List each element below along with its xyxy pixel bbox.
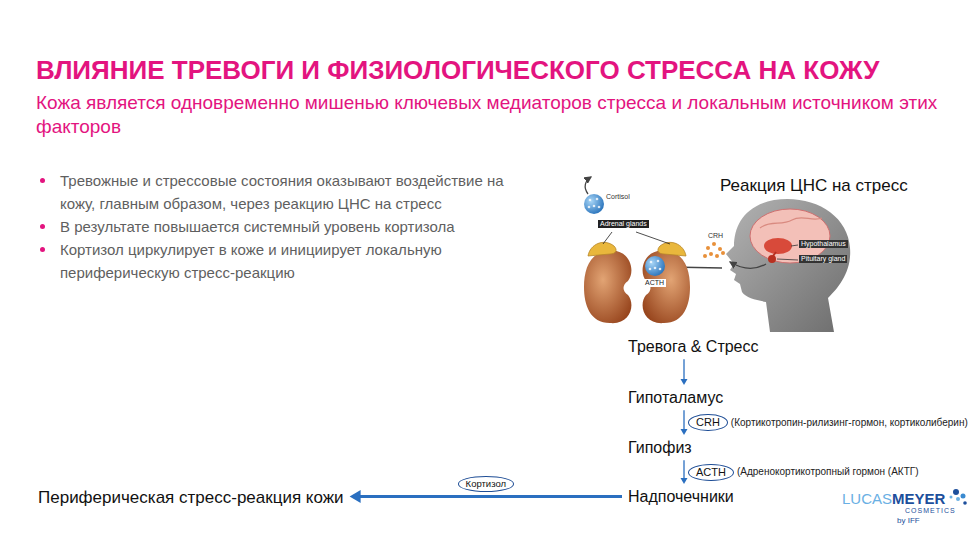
edge-label: ACTH xyxy=(688,464,734,481)
connector-line xyxy=(358,495,622,498)
kidney xyxy=(584,251,631,323)
slide-title: ВЛИЯНИЕ ТРЕВОГИ И ФИЗИОЛОГИЧЕСКОГО СТРЕС… xyxy=(36,56,879,86)
leader-line xyxy=(777,259,798,260)
bullet-list: Тревожные и стрессовые состояния оказыва… xyxy=(38,169,528,284)
flow-step: Периферическая стресс-реакция кожи xyxy=(36,487,346,509)
bullet-text: Тревожные и стрессовые состояния оказыва… xyxy=(60,169,528,215)
bullet-item: Тревожные и стрессовые состояния оказыва… xyxy=(38,169,528,215)
connector xyxy=(681,460,688,484)
arrow-head xyxy=(350,490,361,503)
adrenal-gland xyxy=(588,242,616,256)
arrow-head xyxy=(681,429,688,435)
flow-arrow xyxy=(585,177,591,194)
pituitary xyxy=(768,255,776,263)
edge-label: Кортизол xyxy=(458,476,514,491)
leader-line xyxy=(791,245,798,246)
hormone-note: (Адренокортикотропный гормон (АКТГ) xyxy=(737,466,919,478)
bullet-item: В результате повышается системный уровен… xyxy=(38,215,528,238)
logo-text: LUCAS xyxy=(842,490,892,508)
connector xyxy=(350,490,622,503)
part-name: CRH xyxy=(708,232,723,240)
part-name: ACTH xyxy=(643,279,666,287)
connector-line xyxy=(683,460,684,479)
flow-arrow xyxy=(730,262,766,268)
connector xyxy=(681,410,688,435)
sphere-dots xyxy=(649,260,662,271)
arrow-head xyxy=(681,478,688,484)
acth-sphere xyxy=(645,256,665,276)
edge-label: CRH xyxy=(688,414,728,431)
hormone-note: (Кортикотропин-рилизинг-гормон, кортикол… xyxy=(731,417,968,429)
bullet-dot xyxy=(40,247,45,252)
brain-fold xyxy=(760,218,822,228)
step-text: Гипофиз xyxy=(628,438,692,457)
arrow-head xyxy=(681,379,688,385)
step-text: Периферическая стресс-реакция кожи xyxy=(38,488,344,508)
part-name: Hypothalamus xyxy=(799,240,848,248)
part-name: Cortisol xyxy=(606,193,630,201)
leader-line xyxy=(603,232,612,244)
step-text: Тревога & Стресс xyxy=(628,337,759,356)
connector-line xyxy=(683,359,684,380)
flow-step: Надпочечники xyxy=(626,486,736,507)
crh-dots xyxy=(703,242,725,258)
logo-text: COSMETICS xyxy=(905,507,956,515)
part-name: Adrenal glands xyxy=(598,220,649,228)
bullet-text: Кортизол циркулирует в коже и инициирует… xyxy=(60,238,528,284)
bullet-text: В результате повышается системный уровен… xyxy=(60,215,528,238)
illustration-heading: Реакция ЦНС на стресс xyxy=(720,176,908,196)
bullet-dot xyxy=(40,178,45,183)
leader-line xyxy=(636,232,670,244)
hypothalamus xyxy=(764,238,792,254)
step-text: Гипоталамус xyxy=(628,388,723,407)
part-name: Pituitary gland xyxy=(799,255,847,263)
cortisol-sphere xyxy=(584,194,604,214)
logo-text: by IFF xyxy=(897,516,920,526)
bullet-dot xyxy=(40,224,45,229)
connector xyxy=(681,359,688,385)
subtitle: Кожа является одновременно мишенью ключе… xyxy=(36,91,951,139)
connector-line xyxy=(683,410,684,430)
bullet-item: Кортизол циркулирует в коже и инициирует… xyxy=(38,238,528,284)
flow-step: Гипоталамус xyxy=(626,387,725,408)
flow-step: Гипофиз xyxy=(626,437,694,458)
flow-step: Тревога & Стресс xyxy=(626,336,761,357)
step-text: Надпочечники xyxy=(628,487,734,506)
logo-mark xyxy=(950,489,967,505)
head-silhouette xyxy=(726,199,850,332)
logo-text: MEYER xyxy=(892,490,945,508)
kidney xyxy=(643,251,690,323)
adrenal-gland xyxy=(658,242,686,256)
sphere-dots xyxy=(588,198,601,209)
